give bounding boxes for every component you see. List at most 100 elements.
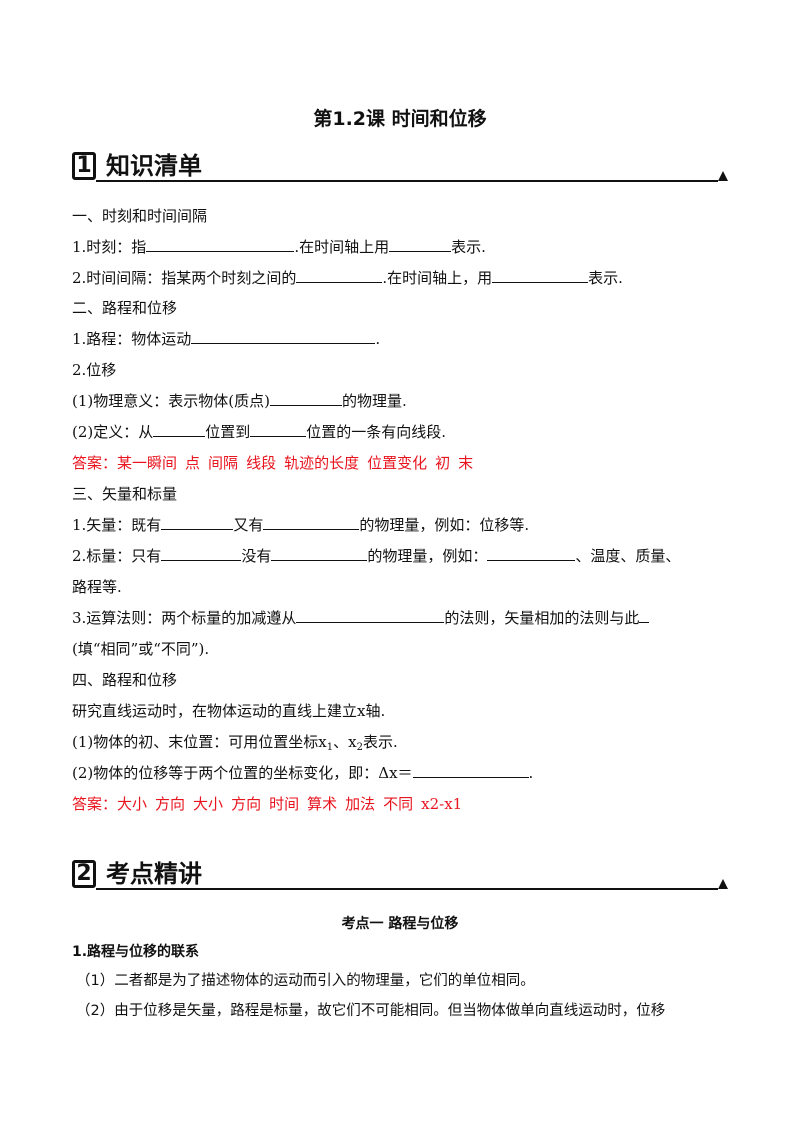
line-rule: 3.运算法则：两个标量的加减遵从 的法则，矢量相加的法则与此 xyxy=(72,608,728,628)
fill-blank xyxy=(153,422,206,437)
fill-blank xyxy=(263,515,360,530)
text: 1.矢量：既有 xyxy=(72,516,162,534)
section-rule xyxy=(96,180,718,182)
fill-blank xyxy=(271,546,368,561)
section-rule xyxy=(96,888,718,890)
text: 表示. xyxy=(451,238,486,256)
answer: 方向 xyxy=(231,795,262,813)
line-path: 1.路程：物体运动. xyxy=(72,329,728,349)
triangle-icon xyxy=(718,879,728,889)
text: (1)物理意义：表示物体(质点) xyxy=(72,392,270,410)
text: 3.运算法则：两个标量的加减遵从 xyxy=(72,609,297,627)
text: 表示. xyxy=(362,733,398,751)
line-definition: (2)定义：从 位置到 位置的一条有向线段. xyxy=(72,422,728,442)
line-moment: 1.时刻：指 .在时间轴上用 表示. xyxy=(72,237,728,257)
line-scalar: 2.标量：只有 没有 的物理量，例如： 、温度、质量、 xyxy=(72,546,728,566)
triangle-icon xyxy=(718,171,728,181)
text: .在时间轴上，用 xyxy=(382,269,493,287)
line-rule-cont: (填“相同”或“不同”). xyxy=(72,640,210,658)
text: . xyxy=(375,330,381,348)
fill-blank xyxy=(161,515,234,530)
answer: 线段 xyxy=(246,454,277,472)
line-interval: 2.时间间隔：指某两个时刻之间的 .在时间轴上，用 表示. xyxy=(72,268,728,288)
line-axis: 研究直线运动时，在物体运动的直线上建立x轴. xyxy=(72,702,386,720)
answer: 位置变化 xyxy=(367,454,428,472)
section-title: 考点精讲 xyxy=(106,860,202,888)
answer: 不同 xyxy=(383,795,414,813)
text: 的物理量，例如： xyxy=(367,547,488,565)
heading-1: 一、时刻和时间间隔 xyxy=(72,207,208,225)
section-title: 知识清单 xyxy=(106,152,202,180)
answer-label: 答案： xyxy=(72,795,118,813)
text: .在时间轴上用 xyxy=(294,238,390,256)
text: 2.标量：只有 xyxy=(72,547,162,565)
answer: 方向 xyxy=(155,795,186,813)
answer-label: 答案： xyxy=(72,454,118,472)
text: 1.路程：物体运动 xyxy=(72,330,192,348)
fill-blank xyxy=(296,268,383,283)
fill-blank xyxy=(296,608,445,623)
text: 1.时刻：指 xyxy=(72,238,147,256)
subsection-title: 考点一 路程与位移 xyxy=(341,916,459,932)
answer: 某一瞬间 xyxy=(117,454,178,472)
text: 、x xyxy=(333,733,357,751)
answer: 点 xyxy=(185,454,201,472)
line-displacement: 2.位移 xyxy=(72,361,117,379)
heading-3: 三、矢量和标量 xyxy=(72,485,178,503)
text: (2)物体的位移等于两个位置的坐标变化，即：Δx＝ xyxy=(72,764,413,782)
fill-blank xyxy=(389,237,452,252)
fill-blank xyxy=(146,237,295,252)
fill-blank xyxy=(161,546,242,561)
text: 表示. xyxy=(588,269,623,287)
text: 又有 xyxy=(233,516,264,534)
section-header-1: 1 知识清单 xyxy=(72,150,728,186)
fill-blank xyxy=(492,268,589,283)
answer: 间隔 xyxy=(208,454,239,472)
answer: 大小 xyxy=(193,795,224,813)
answer: 初 xyxy=(435,454,451,472)
paragraph: （2）由于位移是矢量，路程是标量，故它们不可能相同。但当物体做单向直线运动时，位… xyxy=(76,1003,666,1019)
paragraph: （1）二者都是为了描述物体的运动而引入的物理量，它们的单位相同。 xyxy=(76,973,535,989)
section-header-2: 2 考点精讲 xyxy=(72,858,728,894)
answer: 大小 xyxy=(117,795,148,813)
fill-blank xyxy=(250,422,307,437)
text: (1)物体的初、末位置：可用位置坐标x xyxy=(72,733,327,751)
fill-blank xyxy=(269,391,342,406)
answer: 加法 xyxy=(345,795,376,813)
text: . xyxy=(528,764,534,782)
answer: 算术 xyxy=(307,795,338,813)
page-title: 第1.2课 时间和位移 xyxy=(313,108,487,130)
answer: 时间 xyxy=(269,795,300,813)
heading-2: 二、路程和位移 xyxy=(72,299,178,317)
answer-line-1: 答案：某一瞬间点间隔线段轨迹的长度位置变化初末 xyxy=(72,453,728,473)
section-number-badge: 2 xyxy=(72,860,96,888)
line-scalar-cont: 路程等. xyxy=(72,578,122,596)
text: 的物理量，例如：位移等. xyxy=(359,516,530,534)
paragraph-heading: 1.路程与位移的联系 xyxy=(72,944,200,960)
subscript: 2 xyxy=(356,742,363,753)
section-number-badge: 1 xyxy=(72,152,96,180)
text: 、温度、质量、 xyxy=(575,547,681,565)
text: 的物理量. xyxy=(341,392,407,410)
fill-blank xyxy=(639,608,650,623)
answer: x2-x1 xyxy=(421,795,463,813)
line-vector: 1.矢量：既有 又有 的物理量，例如：位移等. xyxy=(72,515,728,535)
line-physical-meaning: (1)物理意义：表示物体(质点) 的物理量. xyxy=(72,391,728,411)
fill-blank xyxy=(191,329,376,344)
text: 没有 xyxy=(241,547,272,565)
line-displacement-formula: (2)物体的位移等于两个位置的坐标变化，即：Δx＝. xyxy=(72,763,728,783)
line-positions: (1)物体的初、末位置：可用位置坐标x1、x2表示. xyxy=(72,732,728,758)
text: 位置的一条有向线段. xyxy=(306,423,447,441)
subscript: 1 xyxy=(326,742,334,753)
text: 位置到 xyxy=(205,423,251,441)
answer: 末 xyxy=(458,454,474,472)
text: 2.时间间隔：指某两个时刻之间的 xyxy=(72,269,297,287)
text: (2)定义：从 xyxy=(72,423,154,441)
heading-4: 四、路程和位移 xyxy=(72,671,178,689)
text: 的法则，矢量相加的法则与此 xyxy=(444,609,640,627)
fill-blank xyxy=(487,546,576,561)
fill-blank xyxy=(412,763,529,778)
answer: 轨迹的长度 xyxy=(284,454,360,472)
